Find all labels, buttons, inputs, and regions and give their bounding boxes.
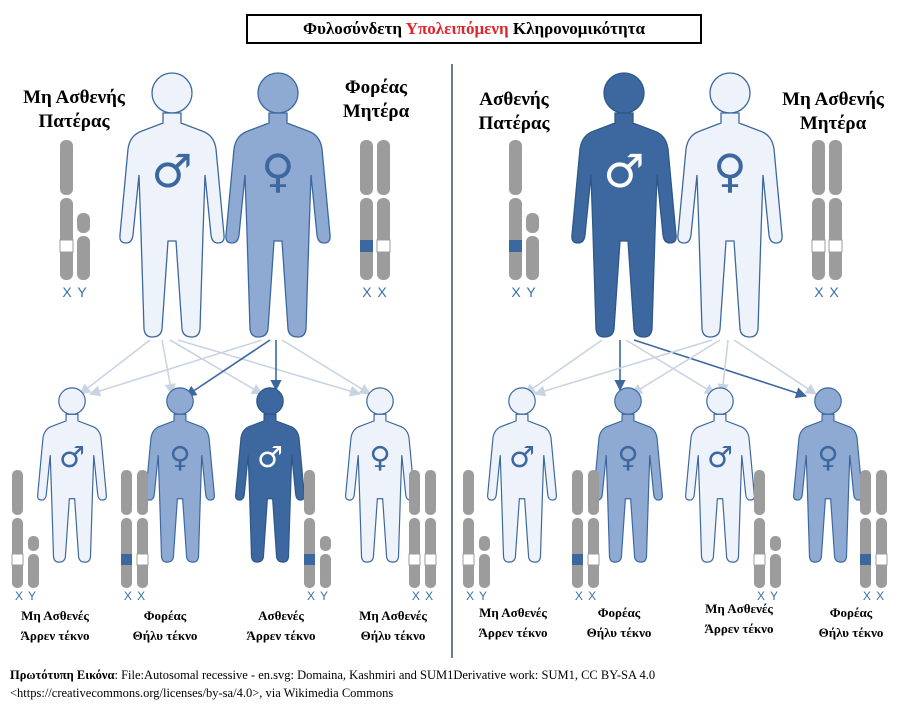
right-mother-label: Μη Ασθενής Μητέρα <box>782 89 884 134</box>
right-child-3-figure: ♂ <box>685 387 755 563</box>
left-mother-chromosomes <box>360 140 391 280</box>
male-symbol-icon: ♂ <box>509 440 535 474</box>
female-symbol-icon: ♀ <box>169 440 190 474</box>
left-child-1-xy: X Y <box>14 589 38 603</box>
diagram-title: Φυλοσύνδετη Υπολειπόμενη Κληρονομικότητα <box>246 14 702 44</box>
left-child-4-label: Μη Ασθενές Θήλυ τέκνο <box>359 608 427 643</box>
right-child-1-xy: X Y <box>465 589 489 603</box>
left-child-3-xy: X Y <box>306 589 330 603</box>
left-child-2-label: Φορέας Θήλυ τέκνο <box>132 608 198 643</box>
right-child-3-label: Μη Ασθενές Άρρεν τέκνο <box>704 601 774 636</box>
right-child-4-xy: X X <box>862 589 886 603</box>
male-symbol-icon: ♂ <box>59 440 85 474</box>
left-child-1-figure: ♂ <box>37 387 107 563</box>
left-father-label: Μη Ασθενής Πατέρας <box>23 87 125 132</box>
female-symbol-icon: ♀ <box>817 440 838 474</box>
right-child-3-xy: X Y <box>756 589 780 603</box>
attribution-footer: Πρωτότυπη Εικόνα: File:Autosomal recessi… <box>10 666 890 702</box>
right-father-figure: ♂ <box>571 72 677 338</box>
right-child-1-figure: ♂ <box>487 387 557 563</box>
right-child-1-chromosomes <box>462 470 490 588</box>
footer-label: Πρωτότυπη Εικόνα <box>10 668 115 682</box>
right-child-2-label: Φορέας Θήλυ τέκνο <box>586 605 652 640</box>
female-symbol-icon: ♀ <box>617 440 638 474</box>
right-father-xy: X Y <box>511 284 537 300</box>
male-symbol-icon: ♂ <box>151 144 192 198</box>
left-child-2-xy: X X <box>123 589 147 603</box>
female-symbol-icon: ♀ <box>369 440 390 474</box>
right-child-4-chromosomes <box>860 470 888 588</box>
left-mother-label: Φορέας Μητέρα <box>342 77 410 122</box>
left-child-4-chromosomes <box>408 470 437 588</box>
footer-text: : File:Autosomal recessive - en.svg: Dom… <box>114 668 656 682</box>
right-father-chromosomes <box>509 140 539 280</box>
right-mother-figure: ♀ <box>677 72 783 338</box>
right-father-label: Ασθενής Πατέρας <box>478 89 550 134</box>
right-child-2-figure: ♀ <box>593 387 663 563</box>
left-child-3-label: Ασθενές Άρρεν τέκνο <box>246 608 316 643</box>
footer-license: <https://creativecommons.org/licenses/by… <box>10 686 394 700</box>
right-child-4-figure: ♀ <box>793 387 863 563</box>
left-child-4-xy: X X <box>411 589 435 603</box>
left-child-4-figure: ♀ <box>345 387 415 563</box>
left-mother-figure: ♀ <box>225 72 331 338</box>
male-symbol-icon: ♂ <box>257 440 283 474</box>
title-part2: Κληρονομικότητα <box>508 19 645 38</box>
right-child-1-label: Μη Ασθενές Άρρεν τέκνο <box>478 605 548 640</box>
right-mother-xy: X X <box>814 284 840 300</box>
title-part1: Φυλοσύνδετη <box>303 19 406 38</box>
right-child-2-xy: X X <box>574 589 598 603</box>
left-child-2-figure: ♀ <box>145 387 215 563</box>
right-child-3-chromosomes <box>753 470 781 588</box>
left-child-3-chromosomes <box>304 470 331 588</box>
left-child-3-figure: ♂ <box>235 387 305 563</box>
male-symbol-icon: ♂ <box>603 144 644 198</box>
left-child-1-label: Μη Ασθενές Άρρεν τέκνο <box>20 608 90 643</box>
female-symbol-icon: ♀ <box>261 144 295 198</box>
left-inheritance-arrows <box>79 339 371 397</box>
right-mother-chromosomes <box>811 140 843 280</box>
female-symbol-icon: ♀ <box>713 144 747 198</box>
left-father-figure: ♂ <box>119 72 225 338</box>
right-inheritance-arrows <box>524 339 817 399</box>
title-highlight: Υπολειπόμενη <box>405 19 509 38</box>
left-child-2-chromosomes <box>121 470 149 588</box>
left-mother-xy: X X <box>362 284 388 300</box>
left-father-chromosomes <box>59 140 90 280</box>
right-child-4-label: Φορέας Θήλυ τέκνο <box>818 605 884 640</box>
male-symbol-icon: ♂ <box>707 440 733 474</box>
right-child-2-chromosomes <box>572 470 600 588</box>
left-child-1-chromosomes <box>11 470 39 588</box>
left-father-xy: X Y <box>62 284 88 300</box>
panel-divider <box>451 64 453 658</box>
